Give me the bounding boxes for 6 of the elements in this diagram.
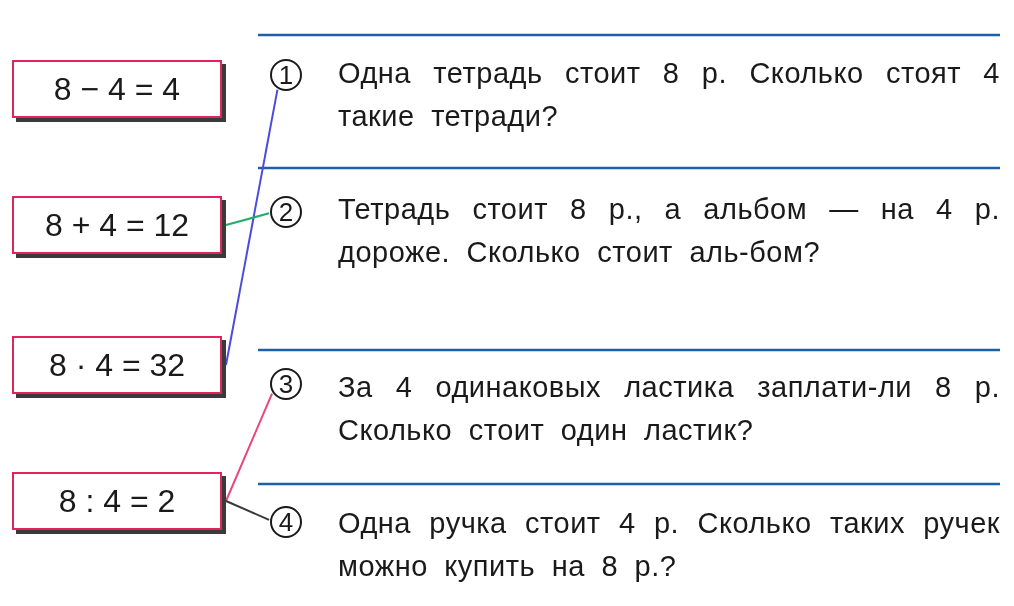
word-problem-text: Одна тетрадь стоит 8 р. Сколько стоят 4 такие тетради?: [338, 56, 1000, 134]
word-problem-text: Одна ручка стоит 4 р. Сколько таких ручек можно купить на 8 р.?: [338, 506, 1000, 584]
word-problem-text: За 4 одинаковых ластика заплати-ли 8 р. Сколько стоит один ластик?: [338, 370, 1000, 448]
connector-line: [225, 500, 271, 521]
connector-line: [225, 212, 271, 226]
word-problem-text: Тетрадь стоит 8 р., а альбом — на 4 р. дороже. Сколько стоит аль-бом?: [338, 192, 1000, 270]
